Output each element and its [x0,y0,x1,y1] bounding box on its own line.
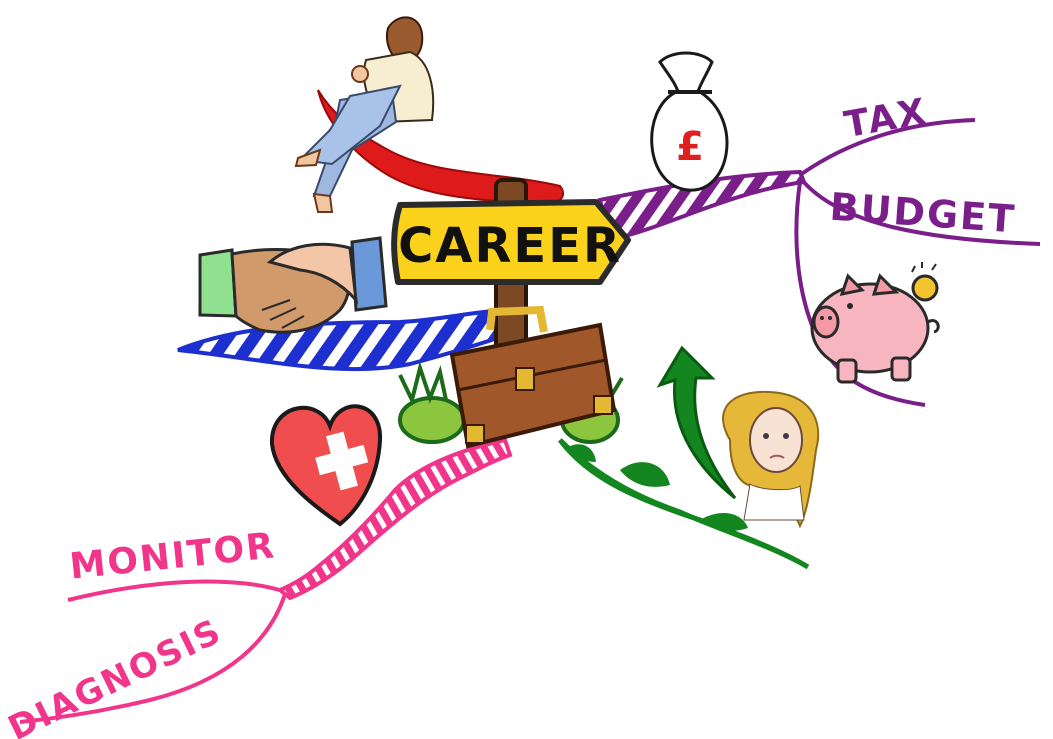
worried-woman-icon [722,390,820,529]
heart-medical-icon [269,404,383,527]
central-topic-label: CAREER [398,218,622,274]
diagnosis-branch-line [19,593,287,724]
monitor-label: MONITOR [68,525,278,587]
budget-label: BUDGET [828,185,1017,242]
health-branch [19,437,513,724]
growth-arrow-icon [656,345,737,500]
diagnosis-label: DIAGNOSIS [2,611,228,739]
money-bag-symbol: £ [676,124,704,170]
briefcase-icon [449,305,617,449]
wellbeing-branch [317,89,565,206]
budget-branch-line [800,178,1041,246]
handshake-icon [198,236,388,334]
monitor-branch-line [67,579,284,602]
piggy-bank-icon [810,262,940,384]
growth-branch [558,438,810,570]
money-bag-icon: £ [650,51,729,192]
tax-label: TAX [841,91,930,146]
tax-branch-line [798,118,976,177]
woman-reading-icon [294,16,435,213]
